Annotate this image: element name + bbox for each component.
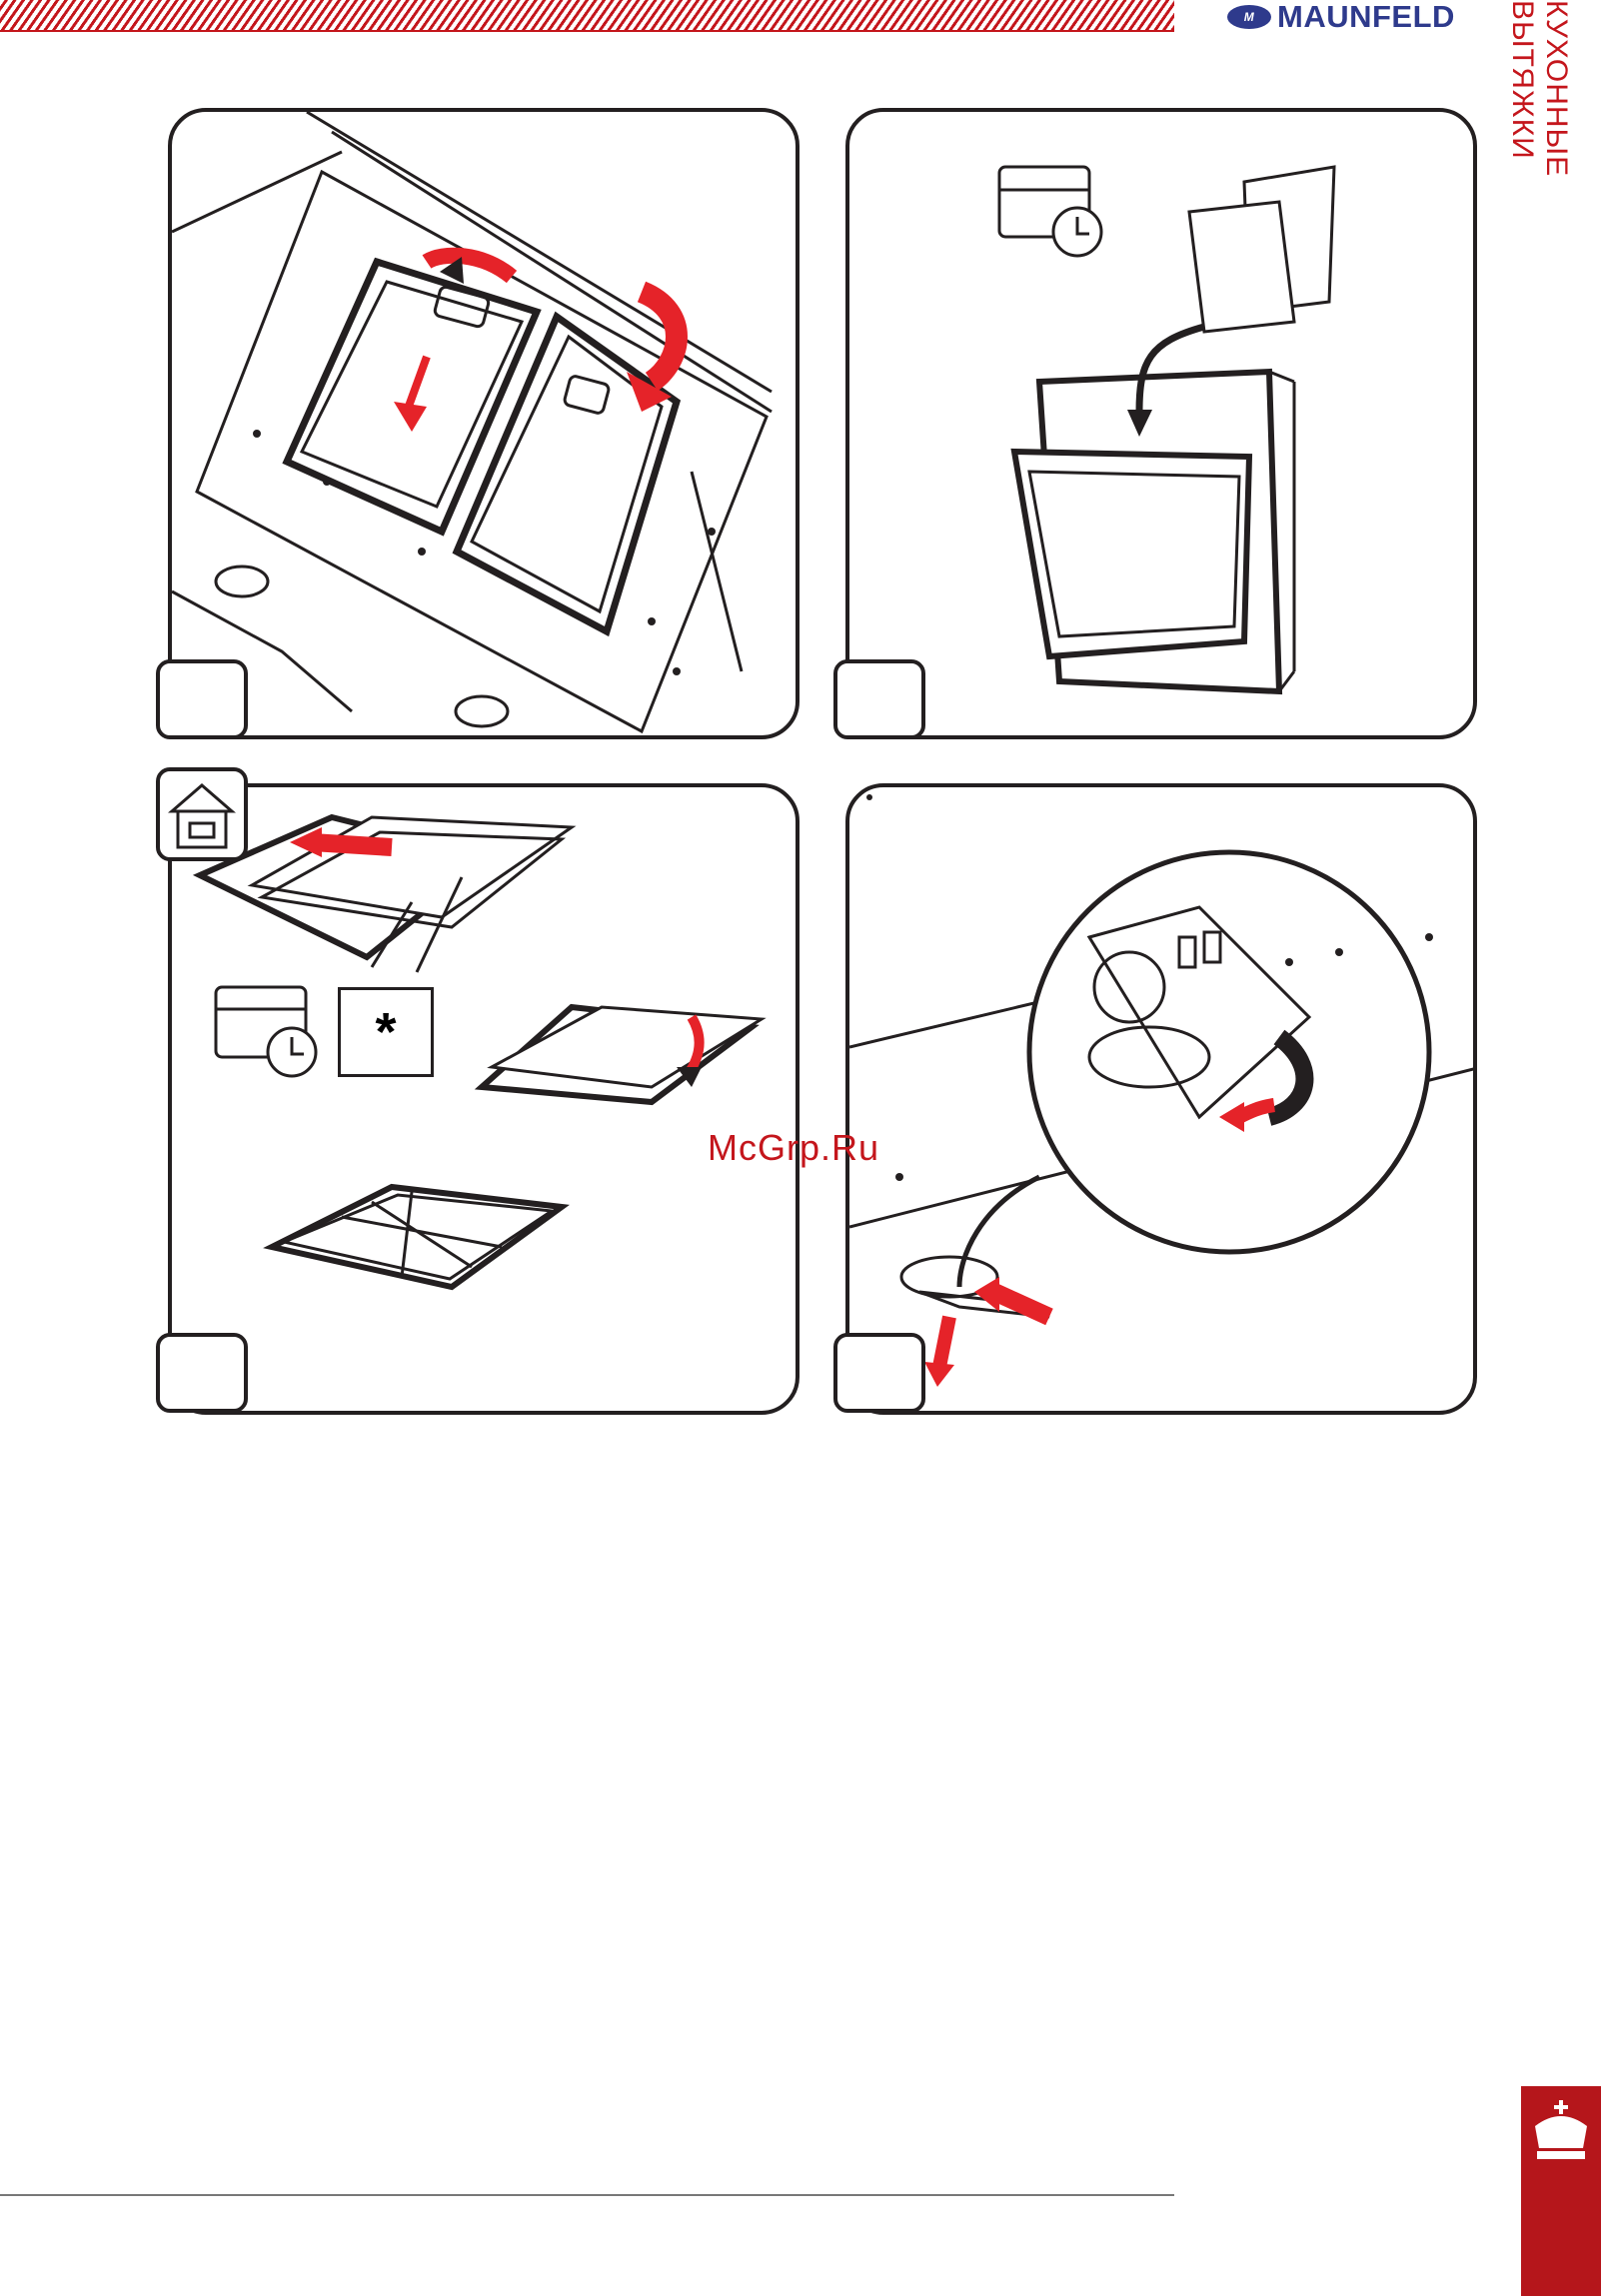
- carbon-filter-icon: [849, 787, 1477, 1415]
- step-box-1: [156, 659, 248, 739]
- panel-remove-filters: [168, 108, 800, 739]
- brand-logo: M MAUNFELD: [1227, 0, 1455, 34]
- watermark-text: McGrp.Ru: [708, 1127, 879, 1169]
- dishwasher-clean-icon: [849, 112, 1477, 739]
- crown-crest-icon: [1521, 2096, 1601, 2176]
- panel-dishwasher: [845, 108, 1477, 739]
- cassette-filter-icon: [172, 787, 800, 1415]
- house-recirculation-icon: [156, 767, 248, 861]
- panel-cassette-filter: [168, 783, 800, 1415]
- footer-divider: [0, 2194, 1174, 2196]
- remove-grease-filters-icon: [172, 112, 800, 739]
- step-box-2: [833, 659, 925, 739]
- section-label: КУХОННЫЕ ВЫТЯЖКИ: [1533, 0, 1573, 320]
- crest-tab: [1521, 2086, 1601, 2296]
- star-note-box: *: [338, 987, 434, 1077]
- brand-logo-mark: M: [1227, 5, 1271, 29]
- header-hatch-bar: [0, 0, 1174, 32]
- panel-carbon-filter: [845, 783, 1477, 1415]
- brand-name: MAUNFELD: [1277, 0, 1455, 35]
- step-box-3: [156, 1333, 248, 1413]
- step-box-4: [833, 1333, 925, 1413]
- calendar-clock-icon: [216, 987, 316, 1076]
